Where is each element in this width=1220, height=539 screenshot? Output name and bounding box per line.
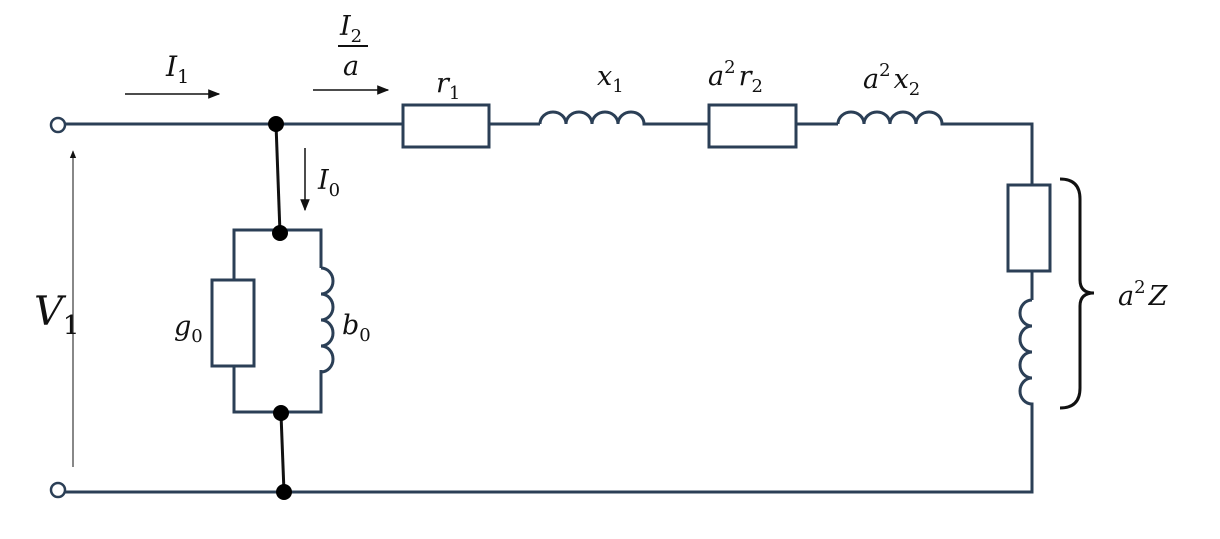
label-v1: V1: [34, 289, 79, 341]
load-brace: [1059, 177, 1095, 410]
load-resistor: [1006, 183, 1052, 273]
label-i0: I0: [317, 165, 340, 201]
label-x1: x1: [597, 61, 624, 97]
svg-text:a: a: [343, 51, 359, 82]
load-wire-bottom: [65, 404, 1034, 494]
input-terminal-top: [49, 116, 67, 134]
load-inductor: [1018, 298, 1034, 408]
inductor-x1: [538, 110, 650, 126]
node-top-junction: [268, 116, 284, 132]
inductor-a2x2: [836, 110, 948, 126]
input-terminal-bottom: [49, 481, 67, 499]
shunt-inductor-b0: [319, 266, 335, 374]
resistor-a2r2: [707, 103, 798, 149]
label-b0: b0: [342, 310, 371, 346]
resistor-r1: [401, 103, 491, 149]
shunt-conductance-g0: [210, 278, 256, 368]
label-r1: r1: [436, 68, 460, 104]
shunt-wire-bottom: [279, 413, 286, 493]
shunt-parallel-frame-bottom: [232, 366, 323, 414]
label-i1: I1: [165, 50, 189, 88]
node-shunt-bottom: [273, 405, 289, 421]
top-wire-to-load: [948, 122, 1034, 185]
node-bottom-junction: [276, 484, 292, 500]
label-g0: g0: [174, 311, 203, 347]
svg-text:I2: I2: [339, 11, 362, 47]
node-shunt-top: [272, 225, 288, 241]
shunt-wire-top: [274, 123, 282, 234]
label-i2-over-a: I2 a: [338, 11, 368, 82]
